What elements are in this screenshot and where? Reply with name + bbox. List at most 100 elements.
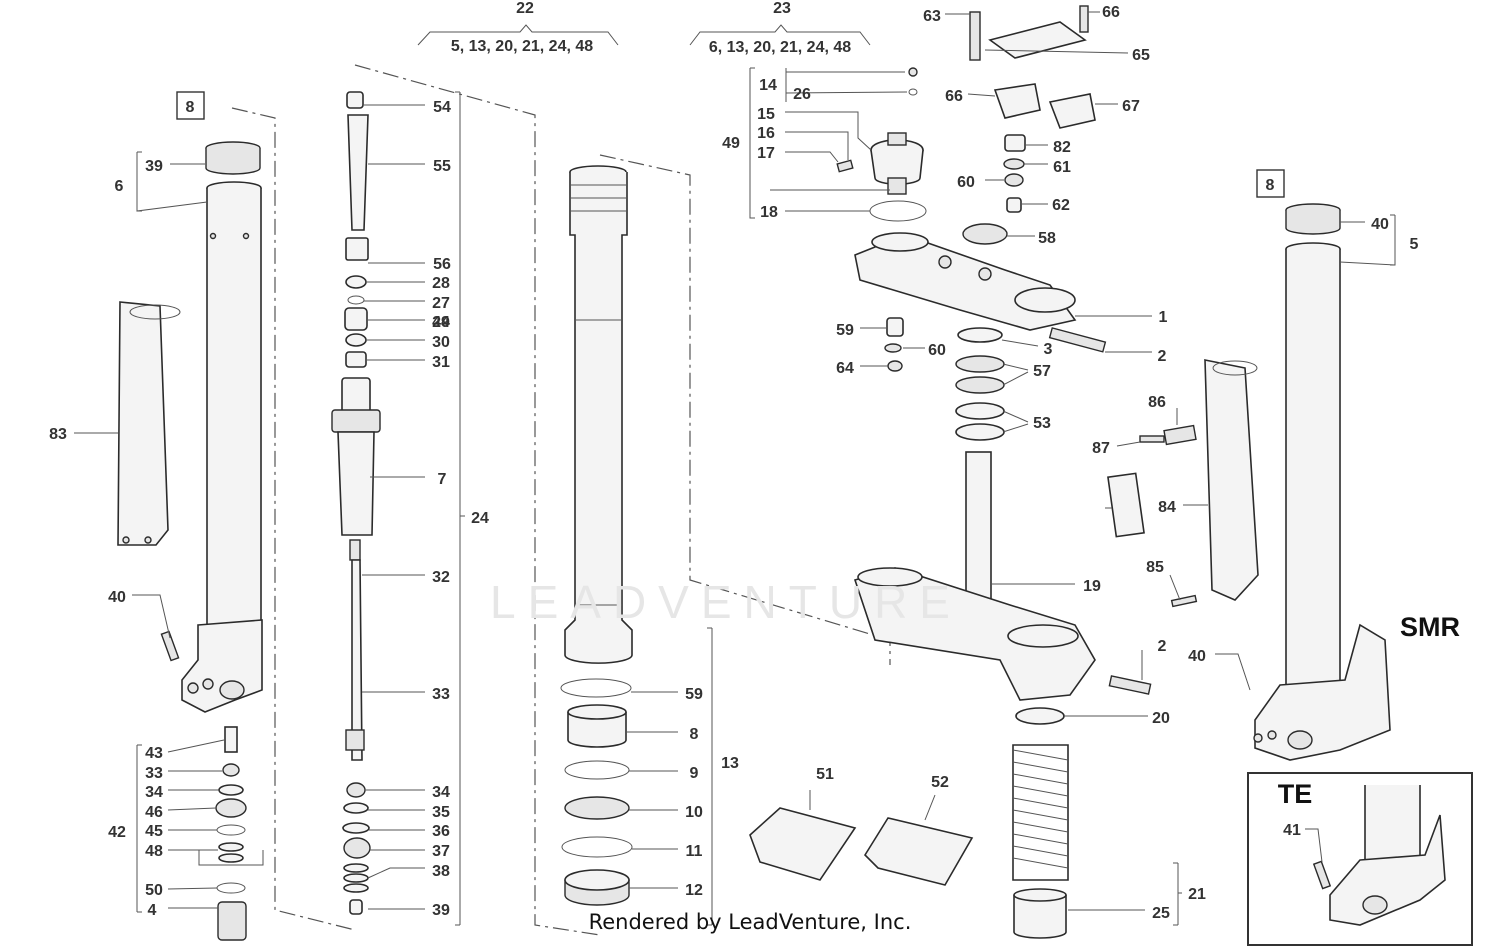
leader-lines — [74, 11, 1396, 926]
callout-38: 38 — [432, 863, 450, 880]
right-guard-parts — [1107, 359, 1259, 608]
callout-44: 44 — [432, 314, 450, 331]
callout-54: 54 — [433, 99, 451, 116]
callout-20: 20 — [1152, 710, 1170, 727]
callout-3: 3 — [1044, 341, 1053, 358]
callout-42: 42 — [108, 824, 126, 841]
callout-60: 60 — [928, 342, 946, 359]
callout-9: 9 — [690, 765, 699, 782]
callout-57: 57 — [1033, 363, 1051, 380]
callout-60: 60 — [957, 174, 975, 191]
te-inset — [1247, 772, 1473, 946]
callout-32: 32 — [432, 569, 450, 586]
callout-36: 36 — [432, 823, 450, 840]
callout-28: 28 — [432, 275, 450, 292]
callout-17: 17 — [757, 145, 775, 162]
callout-8: 8 — [690, 726, 699, 743]
callout-4: 4 — [148, 902, 157, 919]
callout-29: 29 — [432, 314, 450, 331]
bottom-triple-clamp — [853, 451, 1152, 701]
callout-31: 31 — [432, 354, 450, 371]
callout-1: 1 — [1159, 309, 1168, 326]
watermark: LEADVENTURE — [490, 576, 962, 628]
callout-59: 59 — [685, 686, 703, 703]
spring-lower-parts — [1012, 707, 1069, 939]
callout-26: 26 — [793, 86, 811, 103]
group-items: 5, 13, 20, 21, 24, 48 — [451, 38, 593, 55]
cartridge-internals — [331, 91, 381, 915]
footer-credit: Rendered by LeadVenture, Inc. — [588, 910, 912, 934]
callout-39: 39 — [145, 158, 163, 175]
steering-bearing-parts — [884, 317, 1005, 441]
callout-63: 63 — [923, 8, 941, 25]
callout-82: 82 — [1053, 139, 1071, 156]
callout-40: 40 — [1188, 648, 1206, 665]
callout-2: 2 — [1158, 348, 1167, 365]
callout-61: 61 — [1053, 159, 1071, 176]
callout-85: 85 — [1146, 559, 1164, 576]
callout-43: 43 — [145, 745, 163, 762]
callout-58: 58 — [1038, 230, 1056, 247]
callout-83: 83 — [49, 426, 67, 443]
callout-33: 33 — [145, 765, 163, 782]
callout-66: 66 — [1102, 4, 1120, 21]
callout-21: 21 — [1188, 886, 1206, 903]
callout-34: 34 — [145, 784, 163, 801]
callout-37: 37 — [432, 843, 450, 860]
fork-leg-right — [1253, 203, 1391, 761]
variant-label: SMR — [1400, 612, 1460, 642]
callout-18: 18 — [760, 204, 778, 221]
box-label: 8 — [1266, 177, 1275, 194]
assembly-dash-lines — [231, 64, 891, 936]
callout-67: 67 — [1122, 98, 1140, 115]
callout-59: 59 — [836, 322, 854, 339]
callout-62: 62 — [1052, 197, 1070, 214]
callout-46: 46 — [145, 804, 163, 821]
fork-leg-left — [160, 141, 263, 713]
callout-55: 55 — [433, 158, 451, 175]
top-triple-clamp — [854, 232, 1107, 353]
callout-19: 19 — [1083, 578, 1101, 595]
callout-27: 27 — [432, 295, 450, 312]
callout-86: 86 — [1148, 394, 1166, 411]
callout-56: 56 — [433, 256, 451, 273]
callout-15: 15 — [757, 106, 775, 123]
group-number: 23 — [773, 0, 791, 17]
callout-49: 49 — [722, 135, 740, 152]
fork-guard-82 — [117, 301, 181, 546]
callout-2: 2 — [1158, 638, 1167, 655]
callout-84: 84 — [1158, 499, 1176, 516]
callout-25: 25 — [1152, 905, 1170, 922]
group-number: 22 — [516, 0, 534, 17]
box-label-frames — [176, 91, 1285, 198]
callout-labels: 1223456789101112131415161718192021242526… — [49, 4, 1418, 922]
callout-48: 48 — [145, 843, 163, 860]
callout-7: 7 — [438, 471, 447, 488]
callout-41: 41 — [1283, 822, 1301, 839]
callout-34: 34 — [432, 784, 450, 801]
outer-tube — [560, 165, 633, 906]
callout-40: 40 — [108, 589, 126, 606]
callout-50: 50 — [145, 882, 163, 899]
callout-12: 12 — [685, 882, 703, 899]
handlebar-clamp-parts — [962, 5, 1096, 245]
callout-16: 16 — [757, 125, 775, 142]
callout-51: 51 — [816, 766, 834, 783]
callout-39: 39 — [432, 902, 450, 919]
variant-label: TE — [1278, 779, 1313, 809]
callout-30: 30 — [432, 334, 450, 351]
callout-64: 64 — [836, 360, 854, 377]
callout-10: 10 — [685, 804, 703, 821]
callout-11: 11 — [686, 843, 703, 860]
callout-5: 5 — [1410, 236, 1419, 253]
callout-65: 65 — [1132, 47, 1150, 64]
group-items: 6, 13, 20, 21, 24, 48 — [709, 39, 851, 56]
callout-45: 45 — [145, 823, 163, 840]
callout-14: 14 — [759, 77, 777, 94]
callout-33: 33 — [432, 686, 450, 703]
fork-cap-parts — [836, 67, 927, 222]
foot-valve-parts — [215, 726, 247, 941]
callout-24: 24 — [471, 510, 489, 527]
callout-35: 35 — [432, 804, 450, 821]
